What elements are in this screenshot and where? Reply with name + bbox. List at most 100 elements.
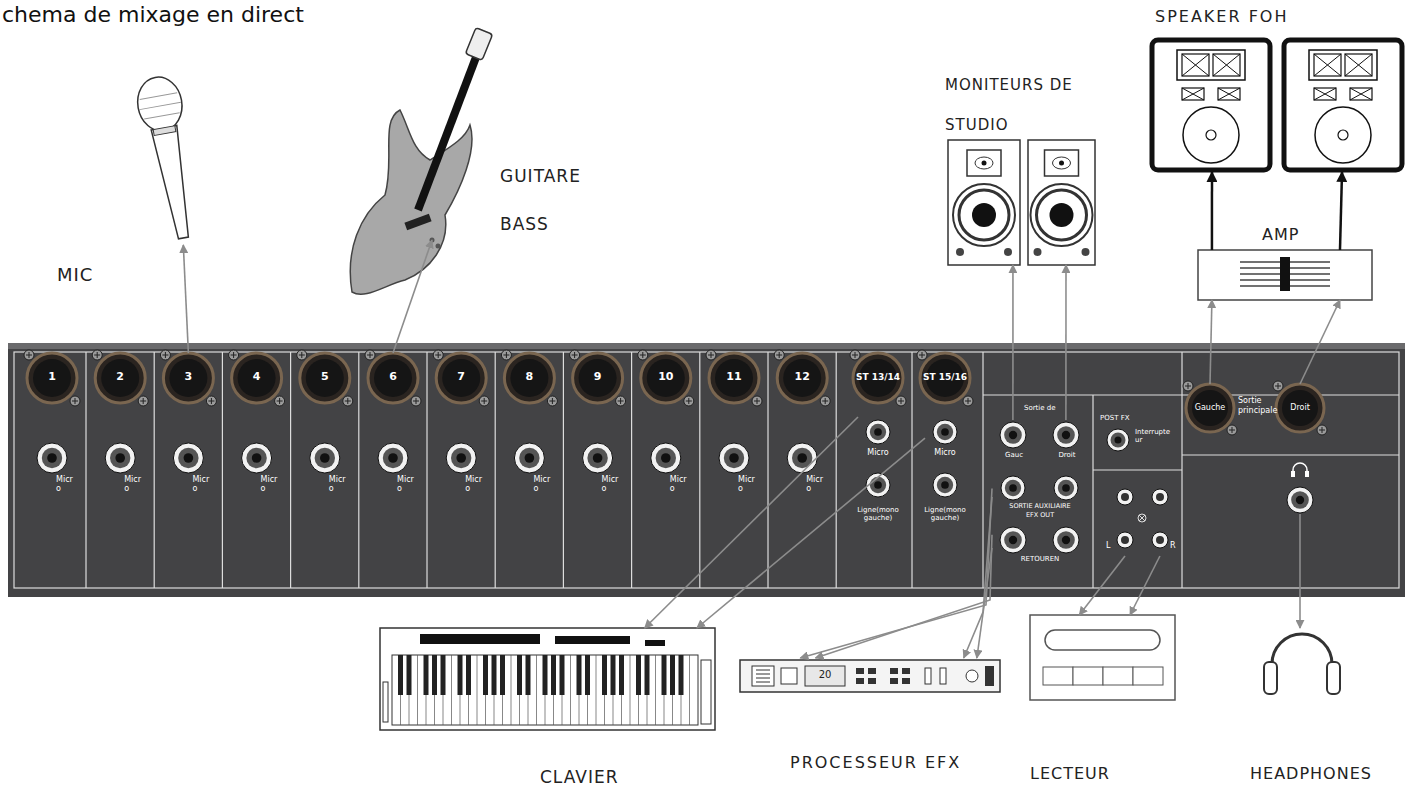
drawing-part	[937, 424, 953, 440]
drawing-part	[1198, 250, 1372, 300]
bass-guitar-box: GUITARE BASS	[400, 40, 480, 240]
xlr-socket	[24, 350, 80, 406]
drawing-part	[1314, 54, 1341, 76]
drawing-part	[781, 668, 797, 684]
drawing-part	[975, 157, 993, 169]
jack-socket	[1054, 476, 1078, 500]
drawing-part	[1182, 88, 1204, 100]
drawing-part	[1054, 476, 1078, 500]
drawing-part	[850, 350, 860, 360]
headphone-cable	[1299, 514, 1301, 628]
microphone-box: MIC	[135, 75, 205, 245]
drawing-part	[1280, 257, 1290, 291]
input-socket: 3	[163, 353, 213, 403]
drawing-part	[451, 655, 452, 725]
drawing-part	[511, 655, 512, 725]
node-label: MONITEURS DE STUDIO	[945, 65, 1085, 145]
channel-number: 8	[526, 371, 534, 384]
player	[1030, 615, 1175, 700]
panel-divider	[495, 352, 496, 588]
input-label: Micr o	[329, 475, 349, 493]
drawing-part	[1058, 480, 1074, 496]
drawing-part	[805, 666, 845, 686]
drawing-part	[1043, 667, 1073, 685]
drawing-part	[1031, 184, 1093, 246]
drawing-part	[1350, 88, 1372, 100]
channel-number: ST 15/16	[923, 372, 967, 382]
drawing-part	[1009, 536, 1017, 544]
drawing-part	[896, 396, 906, 406]
effects-processor	[740, 660, 1000, 692]
drawing-part	[783, 359, 821, 397]
input-label: Micr o	[465, 475, 485, 493]
drawing-part	[413, 398, 419, 404]
jack-socket	[378, 443, 408, 473]
input-label: Micr o	[806, 475, 826, 493]
drawing-part	[870, 424, 886, 440]
drawing-part	[890, 678, 898, 684]
jack-socket	[446, 443, 476, 473]
drawing-part	[941, 428, 949, 436]
drawing-part	[645, 655, 650, 695]
input-label: Micr o	[261, 475, 281, 493]
channel-number: 9	[594, 371, 602, 384]
panel-divider	[85, 352, 86, 588]
drawing-part	[1276, 384, 1324, 432]
drawing-part	[451, 448, 471, 468]
drawing-part	[1345, 54, 1372, 76]
drawing-part	[1218, 88, 1240, 100]
channel-number: 11	[726, 371, 741, 384]
drawing-part	[105, 443, 135, 473]
drawing-part	[138, 92, 183, 119]
jack-socket	[583, 443, 613, 473]
drawing-part	[874, 428, 882, 436]
drawing-part	[822, 398, 828, 404]
headphone-icon	[1291, 463, 1309, 477]
jack-socket	[933, 473, 957, 497]
drawing-part	[1264, 662, 1277, 694]
jack-socket	[933, 420, 957, 444]
drawing-part	[1345, 54, 1372, 76]
drawing-part	[570, 655, 571, 725]
drawing-part	[776, 352, 782, 358]
output-label: POST FX	[1100, 414, 1130, 422]
drawing-part	[8, 343, 1405, 349]
drawing-part	[641, 353, 691, 403]
drawing-part	[433, 350, 443, 360]
node-label: Droit	[1058, 451, 1075, 459]
drawing-part	[436, 353, 486, 403]
cable-connector	[1211, 172, 1214, 250]
drawing-part	[1121, 536, 1129, 544]
drawing-part	[306, 359, 344, 397]
mixer-panel	[8, 343, 1405, 597]
bass-guitar	[350, 28, 492, 295]
drawing-part	[1082, 248, 1090, 256]
xlr-socket	[365, 350, 421, 406]
panel-divider	[1093, 469, 1182, 470]
drawing-part	[543, 655, 548, 695]
channel-number: 10	[658, 371, 673, 384]
monitor-out-jack: Droit	[1049, 420, 1085, 462]
node-label: Micro	[934, 448, 956, 457]
xlr-socket	[501, 350, 557, 406]
drawing-part	[1001, 476, 1025, 500]
jack-socket	[866, 420, 890, 444]
drawing-part	[184, 453, 194, 463]
cable-connector	[1300, 300, 1340, 384]
node-label: HEADPHONES	[1250, 765, 1372, 783]
drawing-part	[1053, 157, 1071, 169]
node-label: Droit	[1290, 403, 1310, 412]
jack-socket	[1000, 527, 1026, 553]
drawing-part	[1152, 489, 1168, 505]
headphones-box: HEADPHONES	[1262, 632, 1342, 696]
drawing-part	[547, 396, 557, 406]
drawing-part	[232, 353, 282, 403]
diagram-title: chema de mixage en direct	[2, 2, 304, 27]
drawing-part	[966, 670, 978, 682]
drawing-part	[477, 655, 478, 725]
drawing-part	[1284, 40, 1402, 170]
cable-connector	[1079, 556, 1125, 615]
drawing-part	[645, 640, 665, 646]
